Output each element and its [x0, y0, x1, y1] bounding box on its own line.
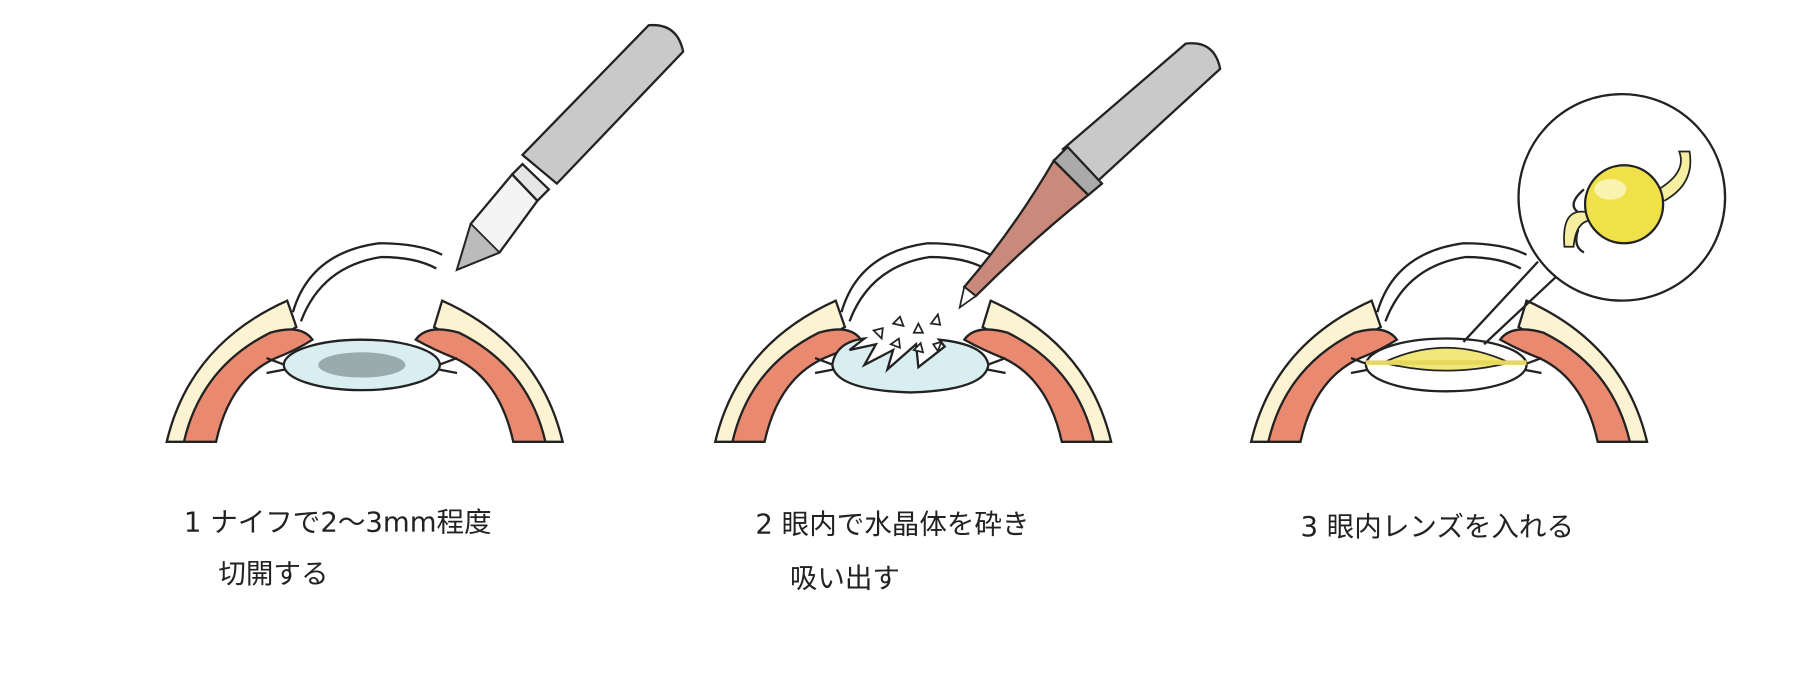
- step-1-illustration: [165, 24, 685, 443]
- phaco-probe-icon: [958, 42, 1222, 310]
- lens-fragments: [871, 312, 943, 354]
- iol-icon: [1563, 150, 1692, 254]
- step-1-label-line1: 1 ナイフで2〜3mm程度: [184, 506, 492, 538]
- step-3-label-line1: 3 眼内レンズを入れる: [1300, 511, 1574, 543]
- step-2-illustration: [714, 42, 1222, 443]
- step-3-illustration: [1250, 92, 1727, 443]
- knife-icon: [455, 24, 685, 272]
- step-2-label-line2: 吸い出す: [790, 563, 900, 595]
- step-2-label-line1: 2 眼内で水晶体を砕き: [755, 509, 1029, 541]
- lens-nucleus: [318, 352, 406, 378]
- step-1-label-line2: 切開する: [218, 558, 328, 590]
- fragmented-lens: [831, 336, 990, 394]
